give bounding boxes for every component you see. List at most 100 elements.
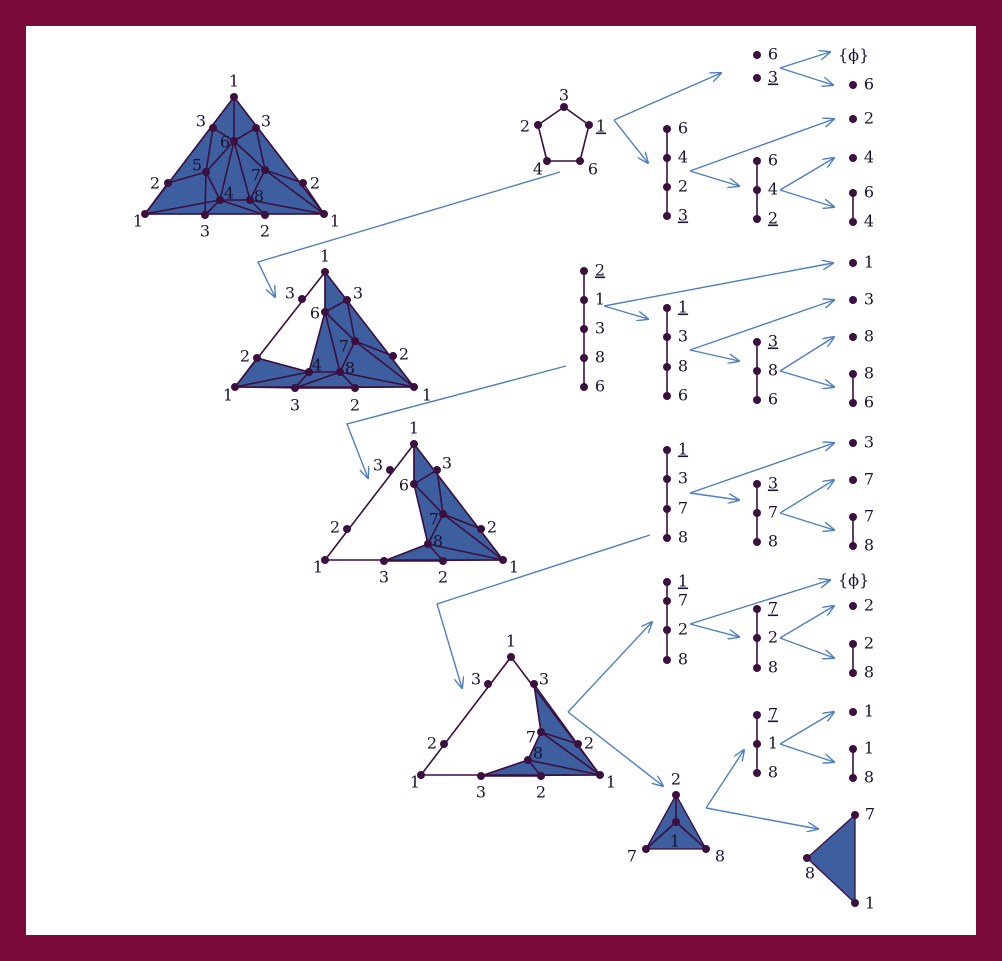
complex-4-label-1: 3 <box>471 670 481 689</box>
chain-9-label-1: 1 <box>768 734 778 753</box>
complex-2-label-1: 3 <box>285 284 295 303</box>
single-label-7: 7 <box>864 470 874 489</box>
chain-6-vertex-0 <box>753 480 761 488</box>
complex-2-edge-9 <box>354 340 394 357</box>
chain-12-label-0: 7 <box>864 507 874 526</box>
chain-5-label-1: 3 <box>678 469 688 488</box>
pentagon-label-1: 1 <box>596 117 606 136</box>
complex-2-edge-13 <box>234 371 310 388</box>
complex-2-vertex-2 <box>343 296 351 304</box>
chain-3-label-2: 8 <box>678 357 688 376</box>
pentagon-label-3: 4 <box>533 160 543 179</box>
complex-2-edge-14 <box>256 357 310 373</box>
small-triangle-vertex-0 <box>672 791 680 799</box>
complex-4-label-10: 1 <box>606 773 616 792</box>
complex-1-vertex-5 <box>261 166 269 174</box>
chain-10-label-1: 4 <box>864 212 874 231</box>
complex-1-vertex-13 <box>320 210 328 218</box>
complex-1-vertex-7 <box>299 179 307 187</box>
chain-3-label-0: 1 <box>678 298 688 317</box>
single-vertex-2 <box>849 154 857 162</box>
complex-3-vertex-8 <box>321 556 329 564</box>
complex-4-edge-6 <box>540 731 601 776</box>
small-triangle-edge-1 <box>645 821 677 850</box>
complex-3-vertex-3 <box>410 480 418 488</box>
complex-2-vertex-1 <box>298 295 306 303</box>
complex-4-vertex-5 <box>574 740 582 748</box>
chain-6-label-1: 7 <box>768 503 778 522</box>
chain-14-vertex-1 <box>849 774 857 782</box>
complex-3-edge-4 <box>413 483 429 545</box>
chain-14-label-0: 1 <box>864 739 874 758</box>
vertices <box>141 51 859 907</box>
arrow-7 <box>779 189 834 207</box>
chain-1-vertex-1 <box>753 186 761 194</box>
complex-3-vertex-1 <box>386 466 394 474</box>
chain-6-label-0: 3 <box>768 474 778 493</box>
complex-1-edge-2 <box>233 96 325 215</box>
complex-4-edge-4 <box>527 731 542 761</box>
complex-1-edge-23 <box>144 182 169 215</box>
chain-2-vertex-0 <box>580 267 588 275</box>
chain-1-label-2: 2 <box>768 209 778 228</box>
chain-8-vertex-2 <box>753 664 761 672</box>
complex-1-vertex-9 <box>246 196 254 204</box>
final-triangle-label-0: 7 <box>865 805 875 824</box>
empty-set-label-0: {ϕ} <box>838 46 869 65</box>
complex-1-label-8: 4 <box>224 184 234 203</box>
complex-4-edge-5 <box>540 731 579 745</box>
chain-9-vertex-1 <box>753 740 761 748</box>
final-triangle-label-2: 1 <box>865 894 875 913</box>
pentagon-vertex-4 <box>534 121 542 129</box>
chain-2-label-3: 8 <box>595 348 605 367</box>
single-label-1: 2 <box>864 109 874 128</box>
single-vertex-5 <box>849 333 857 341</box>
chain-0-label-1: 4 <box>678 148 688 167</box>
arrow-22 <box>779 712 834 745</box>
chain-3-label-3: 6 <box>678 386 688 405</box>
complex-1-label-4: 5 <box>192 156 202 175</box>
chain-2-label-2: 3 <box>595 319 605 338</box>
chain-11-vertex-0 <box>849 370 857 378</box>
chain-7-label-3: 8 <box>678 650 688 669</box>
chain-7-vertex-3 <box>663 656 671 664</box>
complex-4-vertex-10 <box>596 771 604 779</box>
complex-3-label-10: 2 <box>438 568 448 587</box>
chain-0-label-0: 6 <box>678 119 688 138</box>
complex-4-edge-3 <box>533 683 542 733</box>
complex-1-label-6: 2 <box>150 174 160 193</box>
single-vertex-1 <box>849 115 857 123</box>
chain-10-label-0: 6 <box>864 183 874 202</box>
complex-4-label-8: 3 <box>476 783 486 802</box>
single-vertex-8 <box>849 602 857 610</box>
complex-2-label-3: 6 <box>310 304 320 323</box>
chain-9-label-0: 7 <box>768 705 778 724</box>
complex-1-label-1: 3 <box>196 112 206 131</box>
complex-2-label-6: 2 <box>399 345 409 364</box>
complex-4-edge-2 <box>510 656 601 776</box>
complex-3-edge-12 <box>427 543 504 561</box>
complex-2-label-2: 3 <box>353 284 363 303</box>
pentagon-label-2: 6 <box>588 160 598 179</box>
chain-13-label-1: 8 <box>864 663 874 682</box>
complex-3-vertex-9 <box>380 557 388 565</box>
chain-12-vertex-0 <box>849 513 857 521</box>
complex-1-label-3: 6 <box>220 133 230 152</box>
arrow-20 <box>779 606 834 639</box>
complex-1-edge-12 <box>204 171 207 216</box>
complex-2-edge-10 <box>354 340 415 388</box>
single-label-9: 1 <box>864 702 874 721</box>
single-label-5: 8 <box>864 327 874 346</box>
complex-2-edge-5 <box>324 311 341 373</box>
chain-4-vertex-2 <box>753 396 761 404</box>
complex-1-vertex-1 <box>209 124 217 132</box>
chain-3-vertex-2 <box>663 363 671 371</box>
chain-4-vertex-0 <box>753 338 761 346</box>
chain-0-vertex-0 <box>663 125 671 133</box>
complex-2-vertex-7 <box>305 368 313 376</box>
complex-1-edge-17 <box>255 127 266 171</box>
pentagon-vertex-3 <box>543 157 551 165</box>
complex-1-label-7: 2 <box>310 174 320 193</box>
complex-1-label-5: 7 <box>251 166 261 185</box>
small-triangle-label-3: 8 <box>715 847 725 866</box>
